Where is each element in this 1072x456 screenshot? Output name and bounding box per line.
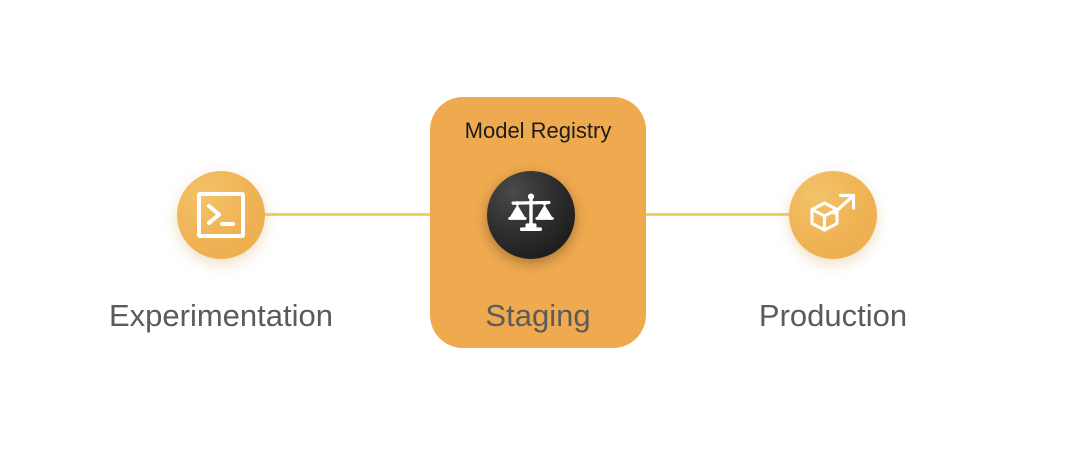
stage-label-experimentation: Experimentation bbox=[108, 298, 333, 333]
connector-experimentation-to-staging bbox=[258, 213, 458, 216]
stage-node-production[interactable]: Production bbox=[703, 0, 963, 456]
stage-label-production: Production bbox=[758, 298, 908, 333]
terminal-icon bbox=[195, 189, 247, 241]
balance-scales-icon bbox=[504, 186, 558, 245]
cube-deploy-icon bbox=[806, 188, 860, 242]
connector-staging-to-production bbox=[618, 213, 820, 216]
model-registry-card[interactable]: Model Registry bbox=[430, 97, 646, 348]
stage-label-staging: Staging bbox=[485, 298, 591, 333]
production-badge[interactable] bbox=[789, 171, 877, 259]
stage-node-experimentation[interactable]: Experimentation bbox=[91, 0, 351, 456]
model-registry-title: Model Registry bbox=[464, 118, 612, 143]
staging-badge[interactable] bbox=[487, 171, 575, 259]
experimentation-badge[interactable] bbox=[177, 171, 265, 259]
